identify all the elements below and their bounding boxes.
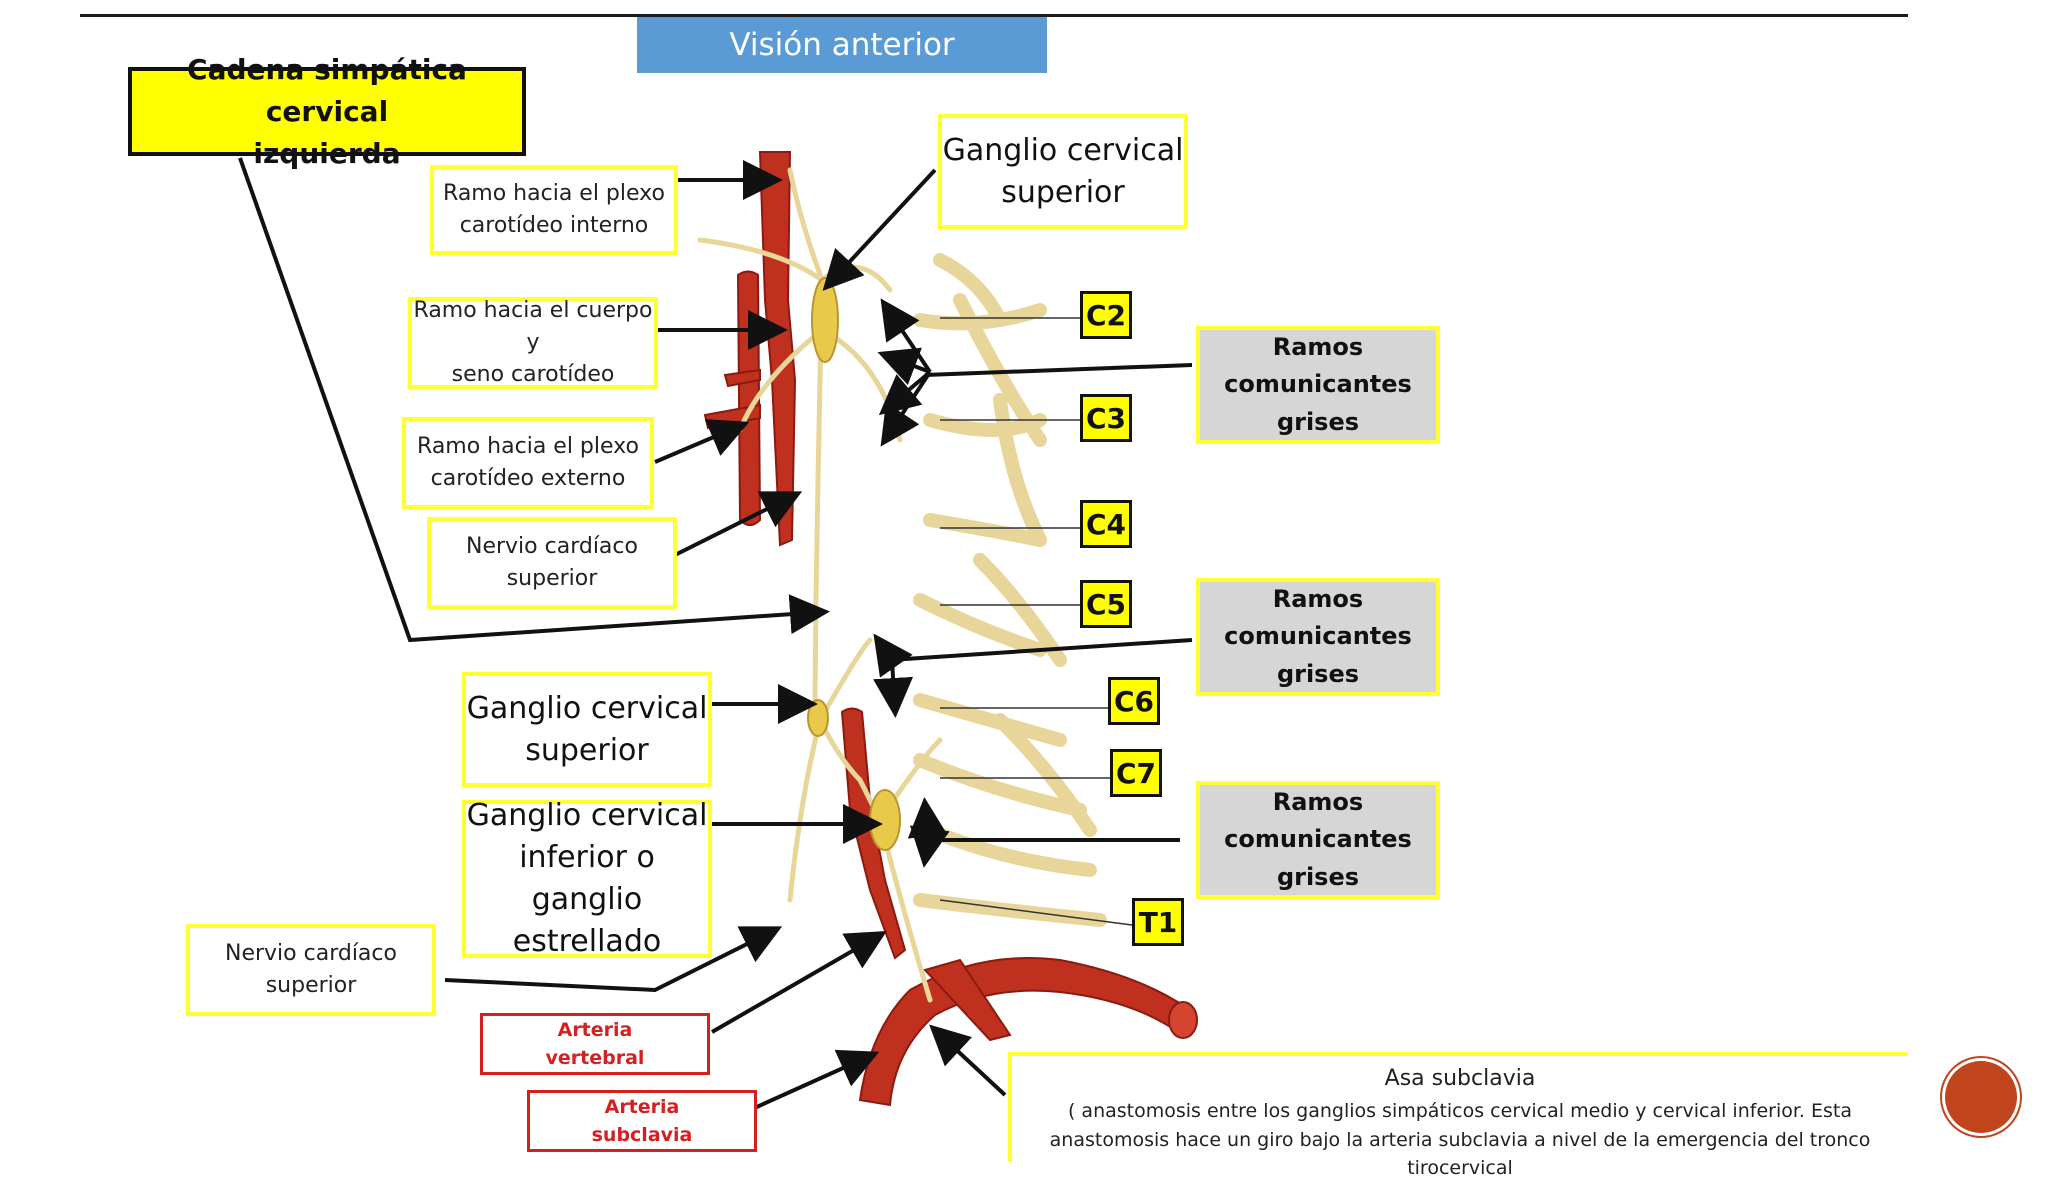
vertebra-tag-c6: C6 — [1108, 677, 1160, 725]
label-ramos-comunicantes-3: Ramos comunicantes grises — [1196, 781, 1440, 899]
label-ganglio-inferior: Ganglio cervical inferior o ganglio estr… — [462, 798, 712, 959]
asa-title: Asa subclavia — [1384, 1066, 1536, 1091]
anatomy-illustration — [238, 151, 1198, 1112]
label-arteria-subclavia: Arteria subclavia — [527, 1090, 757, 1152]
vertebra-tag-c7: C7 — [1110, 749, 1162, 797]
label-arteria-vertebral: Arteria vertebral — [480, 1013, 710, 1075]
vertebra-tag-c2: C2 — [1080, 291, 1132, 339]
slide-accent-circle — [1945, 1061, 2017, 1133]
vertebra-tag-t1: T1 — [1132, 898, 1184, 946]
label-ramo-carotideo-externo: Ramo hacia el plexo carotídeo externo — [402, 417, 654, 509]
label-ganglio-superior-top: Ganglio cervical superior — [938, 114, 1188, 229]
label-ganglio-superior-mid: Ganglio cervical superior — [462, 672, 712, 787]
vertebra-tag-c3: C3 — [1080, 394, 1132, 442]
carotid-artery — [703, 151, 797, 547]
label-ramo-cuerpo-seno: Ramo hacia el cuerpo y seno carotídeo — [408, 297, 658, 389]
label-ramos-comunicantes-2: Ramos comunicantes grises — [1196, 578, 1440, 696]
leader-lines — [238, 157, 1193, 1112]
label-nervio-cardiaco-1: Nervio cardíaco superior — [427, 517, 677, 609]
spinal-nerves — [913, 253, 1107, 927]
main-label: Cadena simpática cervical izquierda — [128, 53, 526, 170]
asa-subclavia-box: Asa subclavia ( anastomosis entre los ga… — [1008, 1052, 1908, 1179]
asa-description: ( anastomosis entre los ganglios simpáti… — [1049, 1100, 1871, 1179]
vertebra-lines — [939, 317, 1133, 926]
label-ramo-carotideo-interno: Ramo hacia el plexo carotídeo interno — [430, 165, 678, 255]
top-rule — [80, 14, 1908, 17]
label-ramos-comunicantes-1: Ramos comunicantes grises — [1196, 326, 1440, 444]
label-nervio-cardiaco-2: Nervio cardíaco superior — [186, 924, 436, 1016]
vertebra-tag-c5: C5 — [1080, 580, 1132, 628]
vertebra-tag-c4: C4 — [1080, 500, 1132, 548]
slide-title: Visión anterior — [637, 17, 1047, 73]
